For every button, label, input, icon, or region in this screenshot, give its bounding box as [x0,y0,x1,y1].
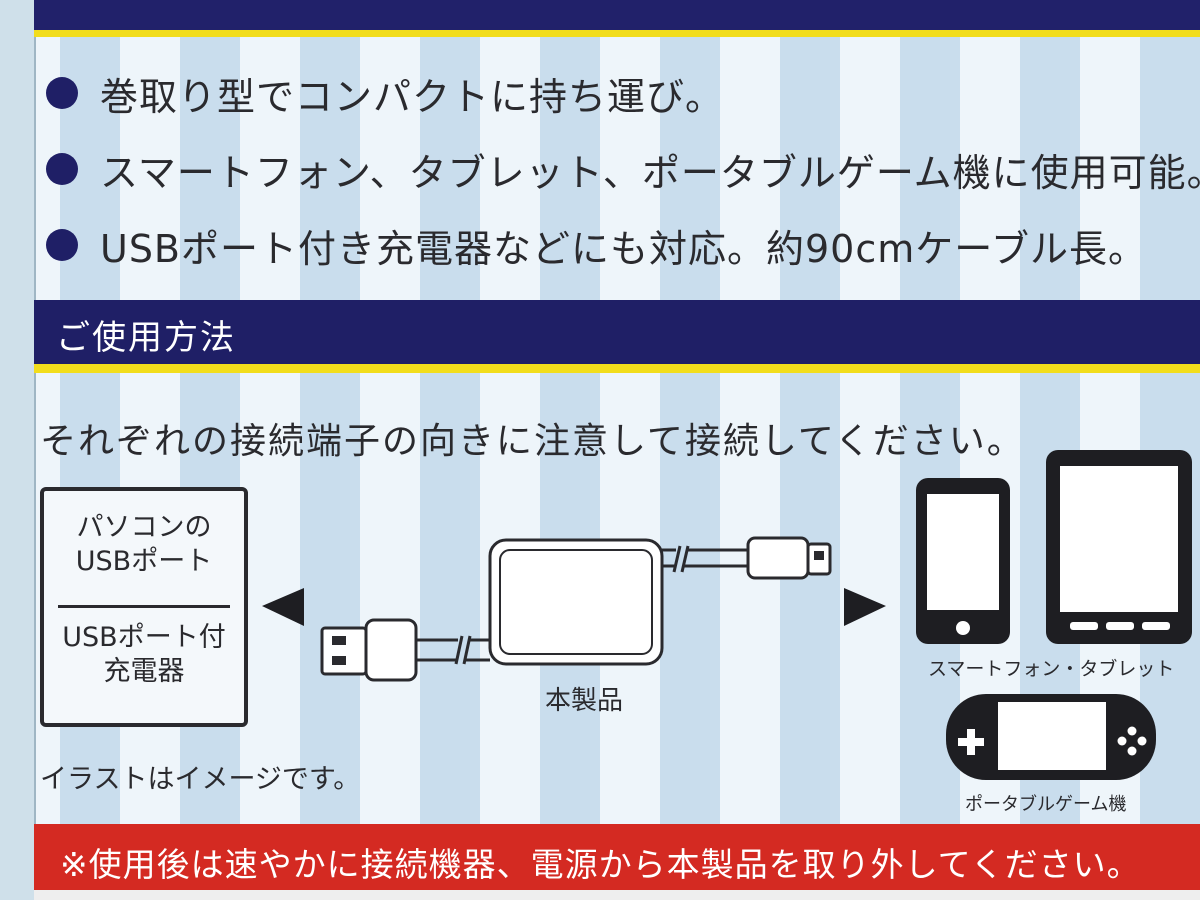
warning-banner: ※使用後は速やかに接続機器、電源から本製品を取り外してください。 [34,824,1200,890]
micro-usb-plug-icon [746,536,832,580]
feature-text: スマートフォン、タブレット、ポータブルゲーム機に使用可能。 [100,150,1200,195]
top-header-band [34,0,1200,37]
source-label: パソコンの [76,512,212,543]
source-label: USBポート [75,546,213,577]
list-item: 巻取り型でコンパクトに持ち運び。 [46,55,1200,131]
bullet-dot-icon [46,153,78,185]
bullet-dot-icon [46,77,78,109]
arrow-left-icon [262,588,304,626]
list-item: スマートフォン、タブレット、ポータブルゲーム機に使用可能。 [46,131,1200,207]
product-label: 本製品 [545,686,624,716]
feature-list: 巻取り型でコンパクトに持ち運び。 スマートフォン、タブレット、ポータブルゲーム機… [46,55,1200,283]
cable-right [662,545,748,573]
source-label: 充電器 [103,656,185,687]
power-source-box: パソコンの USBポート USBポート付 充電器 [40,487,248,727]
bullet-dot-icon [46,229,78,261]
game-console-icon [946,694,1156,780]
feature-text: USBポート付き充電器などにも対応。約90cmケーブル長。 [100,226,1147,271]
usage-header: ご使用方法 [34,300,1200,373]
arrow-right-icon [844,588,886,626]
tablet-icon [1046,450,1192,644]
warning-text: ※使用後は速やかに接続機器、電源から本製品を取り外してください。 [60,845,1141,884]
device-label-phone: スマートフォン・タブレット [928,658,1175,680]
usage-heading: ご使用方法 [56,318,236,358]
source-label: USBポート付 [62,622,226,653]
illustration-note: イラストはイメージです。 [40,764,361,795]
cable-reel-body [488,538,664,666]
usage-instruction: それぞれの接続端子の向きに注意して接続してください。 [40,421,1025,462]
bottom-edge [34,890,1200,900]
usb-a-plug-icon [320,618,418,682]
list-item: USBポート付き充電器などにも対応。約90cmケーブル長。 [46,207,1200,283]
cable-left [416,635,490,665]
divider [58,605,230,608]
package-edge [0,0,36,900]
smartphone-icon [916,478,1010,644]
feature-text: 巻取り型でコンパクトに持ち運び。 [100,74,725,119]
device-label-game: ポータブルゲーム機 [965,794,1127,815]
